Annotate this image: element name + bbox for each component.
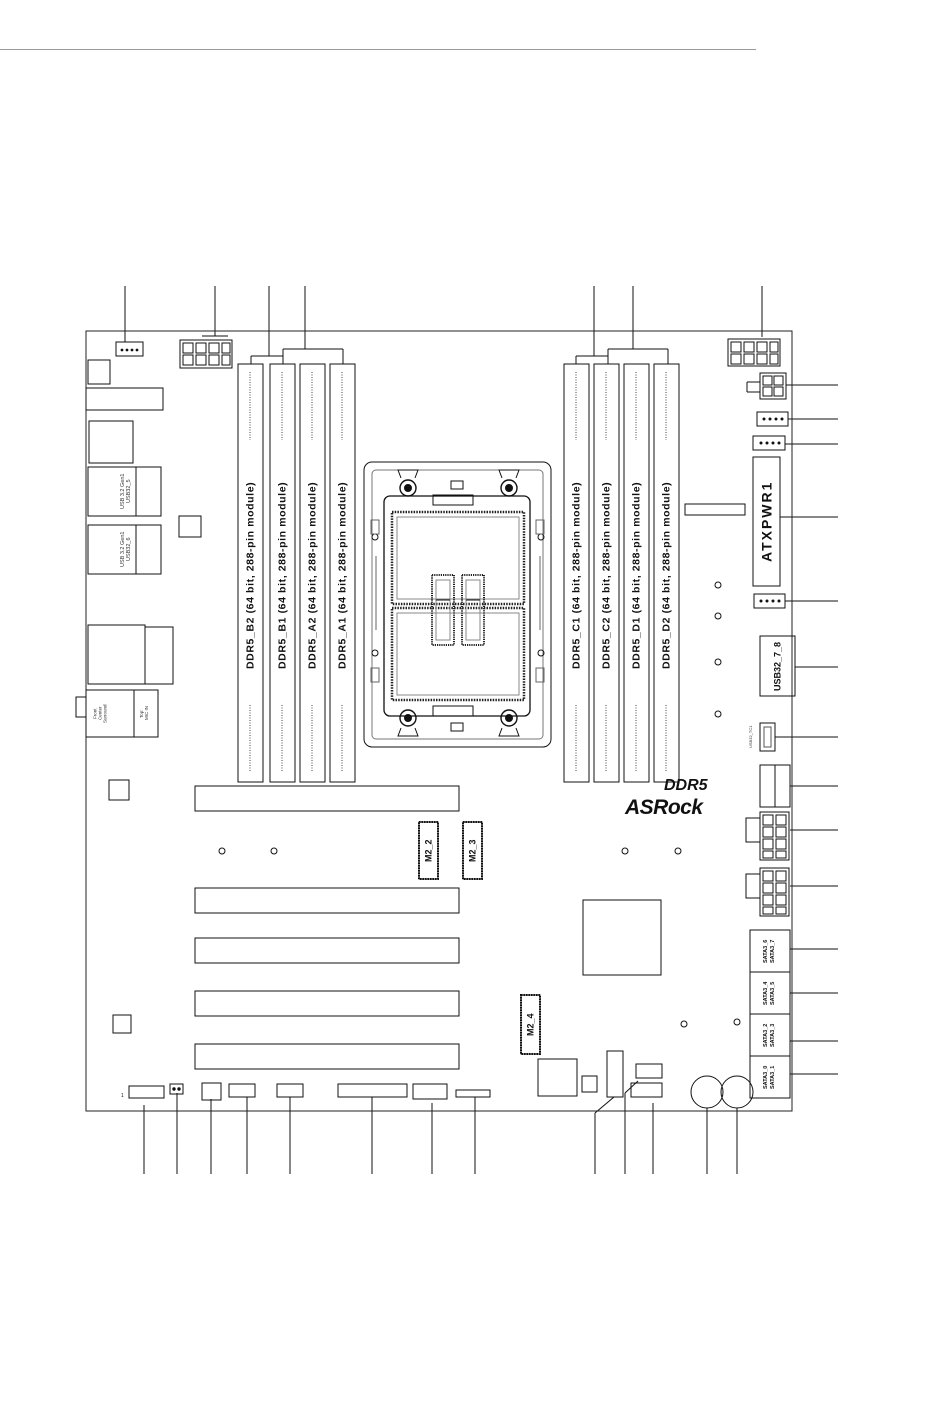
m2-3-label: M2_3: [467, 839, 478, 862]
page-rule: [0, 49, 756, 50]
dimm-slot-label-a2: DDR5_A2 (64 bit, 288-pin module): [306, 481, 319, 669]
pcie-slots: [194, 785, 460, 1070]
m2-4-label: M2_4: [525, 1013, 536, 1036]
usb32-7-8-label: USB32_7_8: [772, 641, 783, 691]
chipset: [582, 899, 662, 976]
dimm-slot-group-right: [563, 363, 680, 783]
sata-label-0-1: SATA3_0 SATA3_1: [763, 1065, 776, 1089]
fan-header-right-3: [753, 593, 786, 609]
pcie-power-8pin-2: [745, 867, 790, 917]
rear-io-panel: [75, 359, 174, 738]
usb-vertical-ports: [759, 764, 791, 808]
mounting-holes: [218, 581, 741, 1028]
fan-header-right-2: [752, 435, 786, 451]
cpu-power-8pin-right: [727, 338, 781, 367]
cpu-power-8pin-left: [179, 339, 233, 369]
ddr5-logo: DDR5: [664, 777, 708, 794]
atx-power-label: ATXPWR1: [758, 480, 775, 563]
usb-typec-header: [759, 722, 776, 752]
atx-power-24pin: [752, 456, 781, 587]
fan-header-right-1: [756, 411, 789, 427]
asrock-logo: ASRock: [625, 796, 703, 819]
right-callout-lines: [775, 384, 838, 1075]
dimm-slot-pin-marks: [249, 372, 667, 772]
eps-4pin: [746, 372, 787, 400]
dimm-slot-label-a1: DDR5_A1 (64 bit, 288-pin module): [336, 481, 349, 669]
sata-ports: [749, 929, 791, 1099]
pcie-power-8pin-1: [745, 811, 790, 861]
dimm-slot-label-d2: DDR5_D2 (64 bit, 288-pin module): [660, 481, 673, 669]
pin1-marker: 1: [121, 1093, 124, 1099]
usb32-7-8-header: [759, 635, 796, 697]
sata-label-2-3: SATA3_2 SATA3_3: [763, 1023, 776, 1047]
sata-label-4-5: SATA3_4 SATA3_5: [763, 981, 776, 1005]
rear-audio-label-2: Top: MIC IN: [139, 706, 149, 721]
top-callout-lines: [124, 286, 763, 364]
dimm-slot-group-left: [237, 363, 356, 783]
sata-label-6-7: SATA3_6 SATA3_7: [763, 939, 776, 963]
dimm-slot-label-b2: DDR5_B2 (64 bit, 288-pin module): [244, 481, 257, 669]
m2-2-label: M2_2: [423, 839, 434, 862]
dimm-slot-label-c1: DDR5_C1 (64 bit, 288-pin module): [570, 481, 583, 669]
fan-header-top-left: [115, 341, 144, 357]
chip-left-low: [112, 1014, 132, 1034]
cpu-socket: [363, 461, 552, 748]
rear-usb-stack-1-label: USB 3.2 Gen1 USB32_5: [120, 473, 132, 510]
m2-connector-top: [684, 503, 746, 516]
chip-left-top: [178, 515, 202, 538]
dimm-slot-label-d1: DDR5_D1 (64 bit, 288-pin module): [630, 481, 643, 669]
board-outline: [85, 330, 793, 1112]
m2-slot-outlines: [418, 821, 541, 1055]
rear-usb-stack-2-label: USB 3.2 Gen1 USB32_6: [120, 531, 132, 568]
usb-typec-label: USB32_TC1: [748, 725, 753, 749]
bottom-callout-lines: [143, 1080, 738, 1174]
dimm-slot-label-b1: DDR5_B1 (64 bit, 288-pin module): [276, 481, 289, 669]
bottom-components: [128, 1050, 754, 1109]
dimm-slot-label-c2: DDR5_C2 (64 bit, 288-pin module): [600, 481, 613, 669]
m2-connector-top-outline: [684, 503, 746, 516]
chip-left-mid: [108, 779, 130, 801]
rear-audio-label: Front Center Surround: [92, 704, 108, 723]
